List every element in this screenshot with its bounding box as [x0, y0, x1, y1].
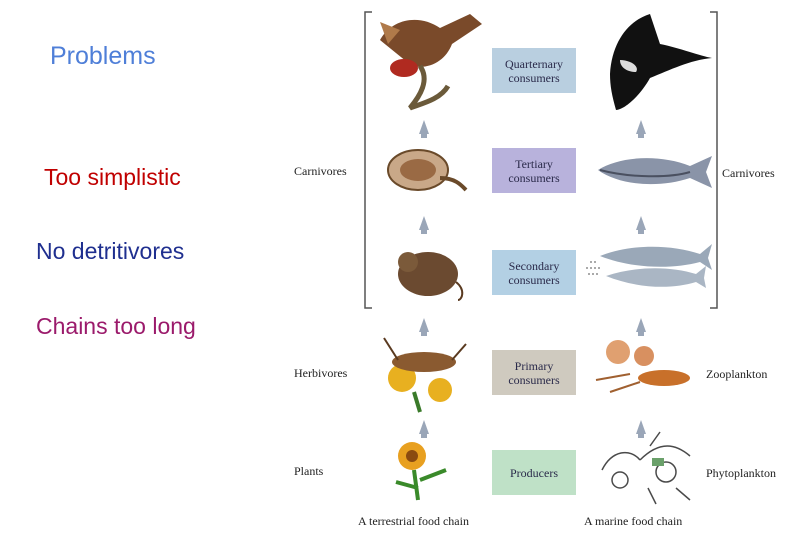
- level-producers: Producers: [492, 450, 576, 495]
- arrow-up-icon: [419, 318, 429, 336]
- level-tertiary-consumers: Tertiary consumers: [492, 148, 576, 193]
- arrow-up-icon: [636, 318, 646, 336]
- bullet-too-simplistic: Too simplistic: [44, 164, 181, 190]
- level-secondary-consumers: Secondary consumers: [492, 250, 576, 295]
- bullet-no-detritivores: No detritivores: [36, 238, 185, 264]
- snake-icon: [387, 149, 468, 192]
- mouse-icon: [398, 252, 464, 301]
- arrow-up-icon: [636, 420, 646, 438]
- arrow-up-icon: [419, 120, 429, 138]
- label-carnivores-left: Carnivores: [294, 164, 347, 178]
- bullet-chains-too-long: Chains too long: [36, 313, 196, 339]
- arrow-up-icon: [636, 120, 646, 138]
- phytoplankton-icon: [601, 431, 691, 505]
- arrow-up-icon: [636, 216, 646, 234]
- small-fish-icon: [586, 244, 712, 288]
- left-carnivore-bracket: [364, 11, 372, 309]
- orca-icon: [610, 14, 712, 110]
- plant-flower-icon: [395, 442, 447, 501]
- level-primary-consumers: Primary consumers: [492, 350, 576, 395]
- label-zooplankton: Zooplankton: [706, 367, 768, 381]
- grasshopper-on-flower-icon: [383, 337, 467, 413]
- label-phytoplankton: Phytoplankton: [706, 466, 777, 480]
- tuna-icon: [598, 156, 712, 188]
- label-herbivores: Herbivores: [294, 366, 348, 380]
- slide-heading: Problems: [50, 42, 156, 70]
- arrow-up-icon: [419, 420, 429, 438]
- caption-marine-food-chain: A marine food chain: [584, 514, 683, 528]
- caption-terrestrial-food-chain: A terrestrial food chain: [358, 514, 469, 528]
- label-plants: Plants: [294, 464, 324, 478]
- hawk-icon: [380, 14, 482, 111]
- label-carnivores-right: Carnivores: [722, 166, 775, 180]
- zooplankton-icon: [595, 340, 690, 393]
- right-carnivore-bracket: [710, 11, 718, 309]
- level-quarternary-consumers: Quarternary consumers: [492, 48, 576, 93]
- arrow-up-icon: [419, 216, 429, 234]
